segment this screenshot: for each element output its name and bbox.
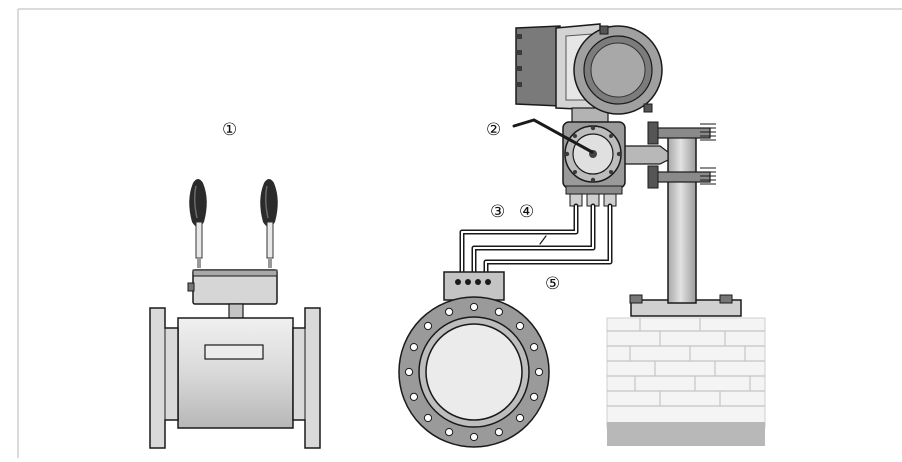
flange-bolt-hole xyxy=(469,432,479,442)
flange-bolt-hole xyxy=(534,367,544,377)
flange-bolt-hole xyxy=(515,321,525,331)
callout-2: ② xyxy=(486,120,501,140)
screwdriver-icon-right xyxy=(260,179,278,268)
flange-bolt-hole xyxy=(445,307,454,316)
callout-1: ① xyxy=(222,120,237,140)
figure-frame xyxy=(17,8,902,458)
flange-bolt-hole xyxy=(530,392,539,401)
flange-bolt-hole xyxy=(494,307,503,316)
flange-bolt-hole xyxy=(423,413,433,423)
pipe-flange-icon xyxy=(398,296,550,448)
flange-bolt-hole xyxy=(530,343,539,352)
flange-bolt-hole xyxy=(445,428,454,437)
flange-bolt-hole xyxy=(423,321,433,331)
flange-bolt-hole xyxy=(494,428,503,437)
mounting-post-icon xyxy=(619,121,742,317)
cable-lines xyxy=(459,203,613,277)
callout-5: ⑤ xyxy=(545,274,560,294)
flange-bolt-hole xyxy=(404,367,414,377)
flange-bolt-hole xyxy=(469,302,479,312)
callout-4: ④ xyxy=(519,202,534,222)
terminal-housing-icon xyxy=(512,118,626,207)
flange-bolt-hole xyxy=(515,413,525,423)
flange-bolt-hole xyxy=(409,392,418,401)
callout-3: ③ xyxy=(490,202,505,222)
screwdriver-icon-left xyxy=(189,179,207,268)
brick-wall-icon xyxy=(606,317,766,446)
flange-bolt-hole xyxy=(409,343,418,352)
flowmeter-sensor-icon xyxy=(149,269,321,449)
signal-converter-icon xyxy=(515,23,663,129)
